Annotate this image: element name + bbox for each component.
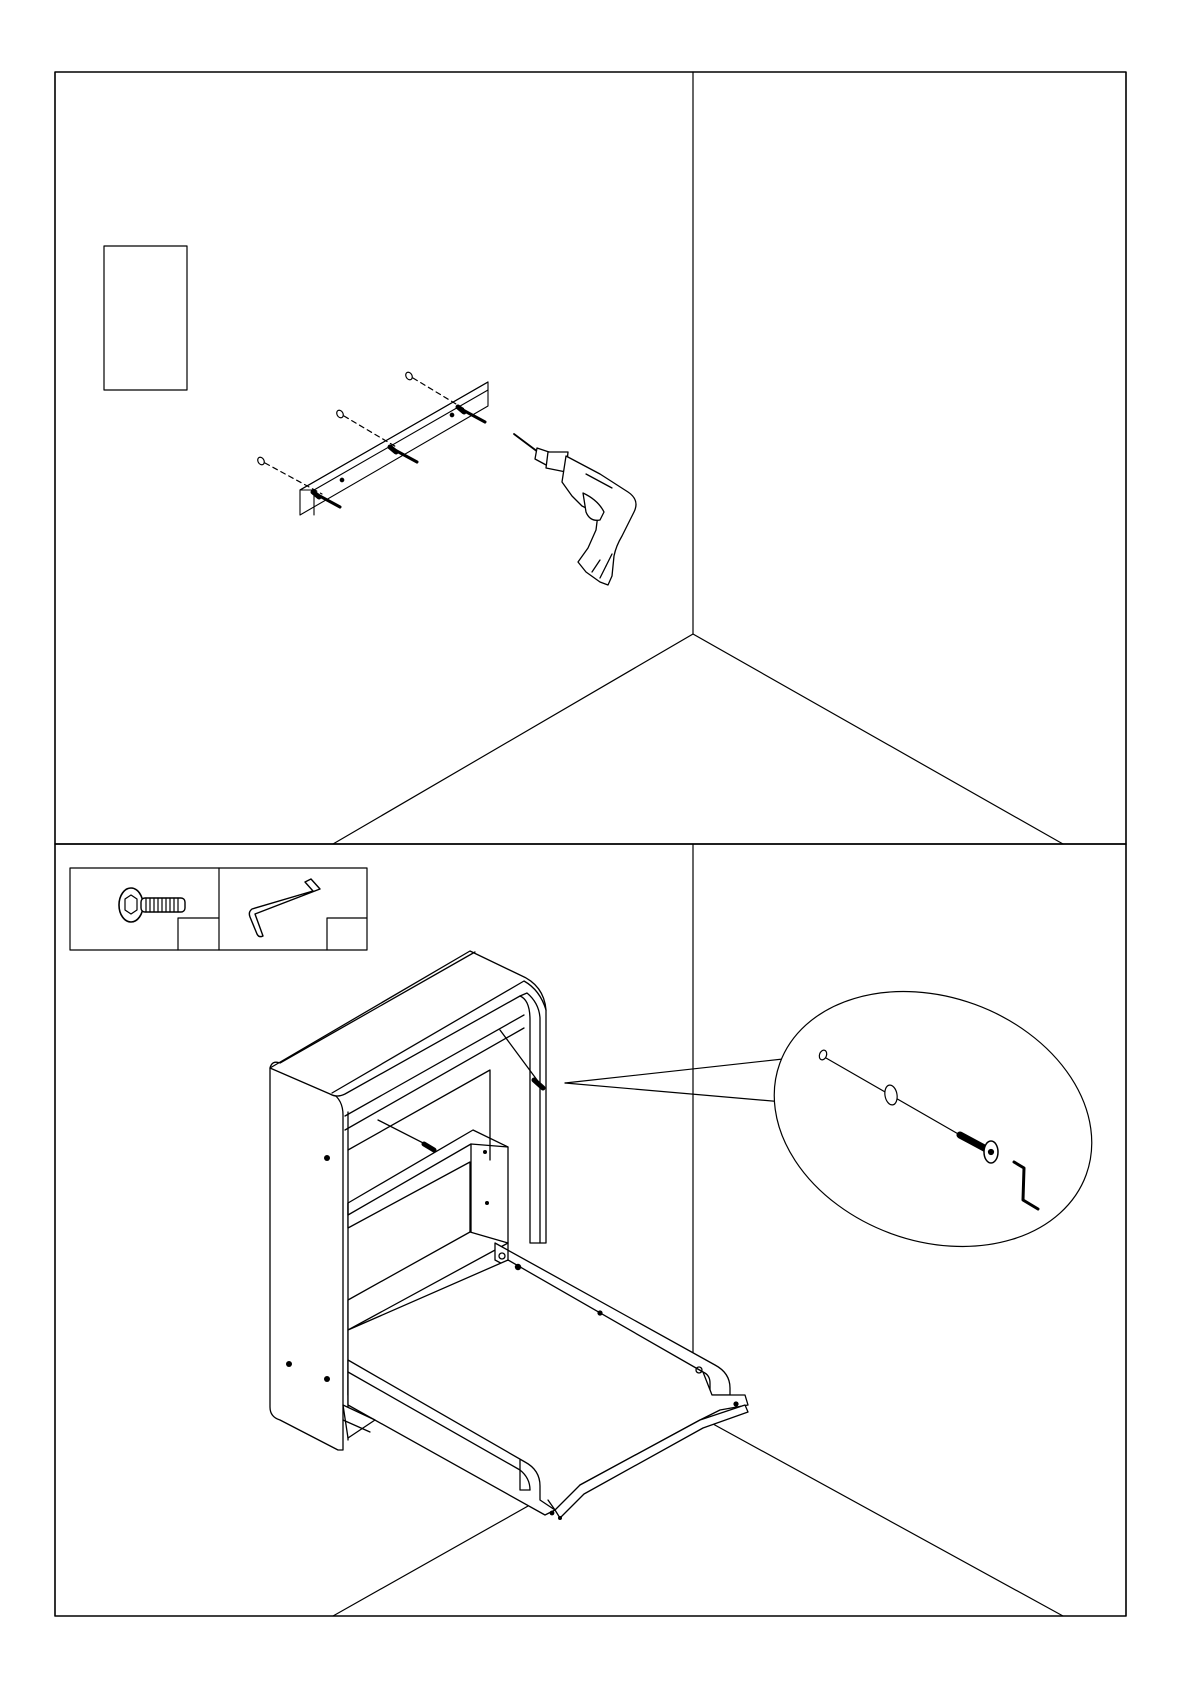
bolt-icon xyxy=(378,1120,434,1150)
step-1-frame xyxy=(55,72,1126,844)
step-2-panel xyxy=(55,844,1128,1616)
power-drill-icon xyxy=(514,434,636,585)
bolt-icon xyxy=(119,888,185,922)
step-number-box xyxy=(104,246,187,390)
room-corner-lines xyxy=(333,72,1063,844)
allen-key-icon xyxy=(249,879,320,937)
hardware-box xyxy=(70,868,367,950)
left-side-panel xyxy=(270,1062,343,1450)
detail-callout xyxy=(565,949,1128,1290)
wall-plug-icon xyxy=(256,456,322,494)
folding-cabinet xyxy=(270,951,748,1520)
step-1-panel xyxy=(55,72,1126,844)
